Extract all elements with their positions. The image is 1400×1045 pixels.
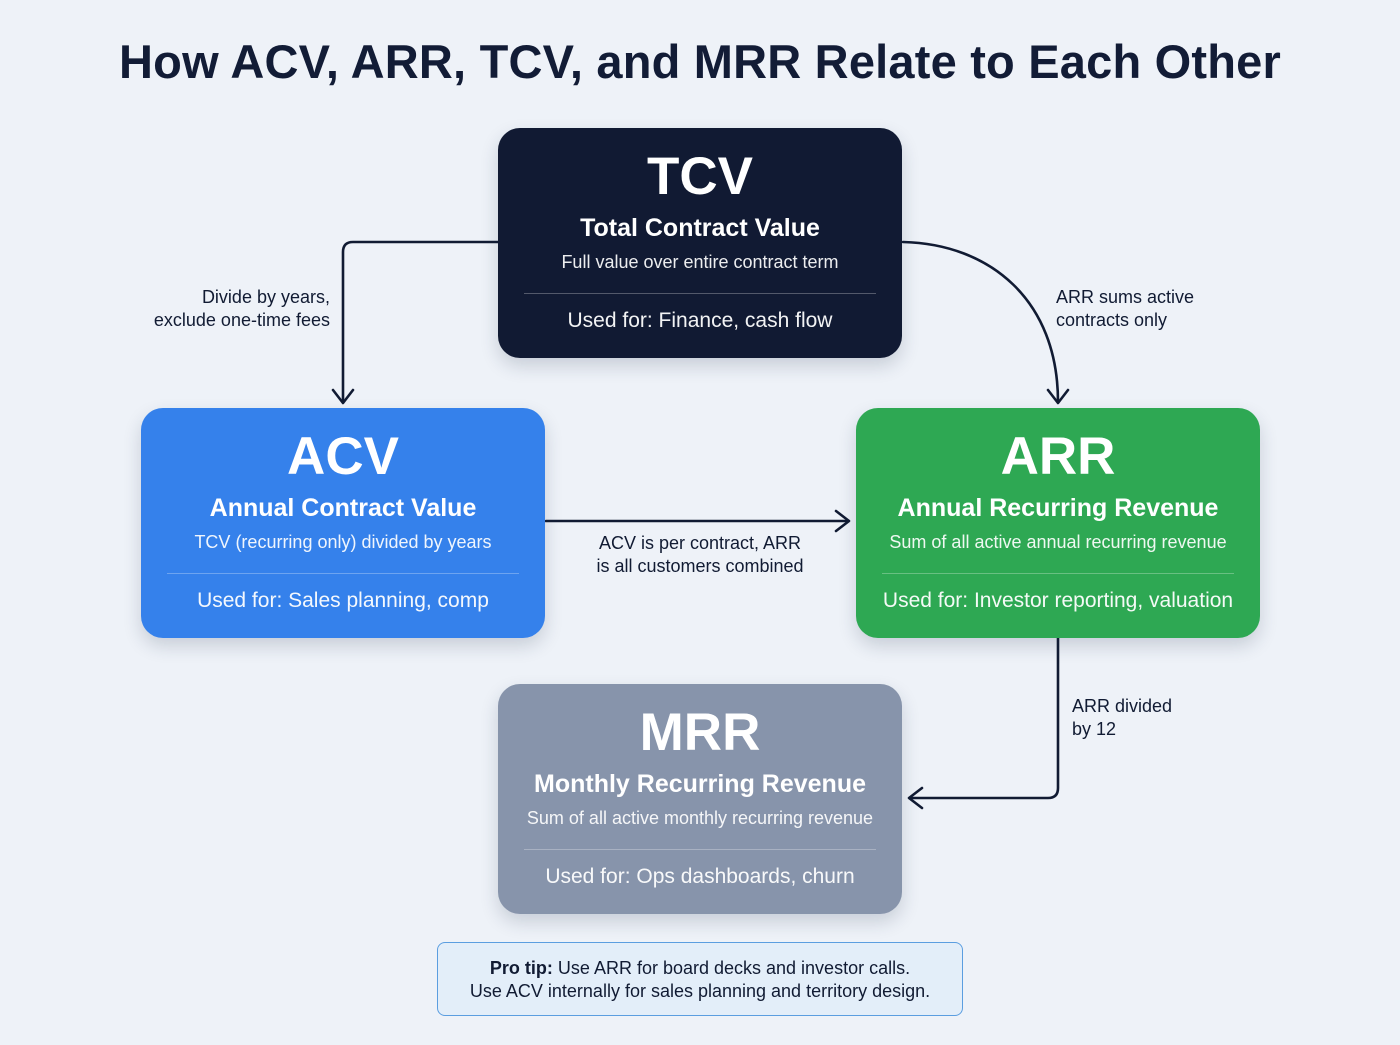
arr-used-for: Used for: Investor reporting, valuation	[882, 589, 1234, 612]
acv-used-for: Used for: Sales planning, comp	[197, 589, 489, 612]
tcv-node: TCV Total Contract Value Full value over…	[498, 128, 902, 358]
arr-full-name: Annual Recurring Revenue	[897, 494, 1219, 522]
mrr-node: MRR Monthly Recurring Revenue Sum of all…	[498, 684, 902, 914]
arrowhead-acv-to-arr	[834, 509, 851, 533]
mrr-description: Sum of all active monthly recurring reve…	[526, 808, 874, 828]
mrr-used-for: Used for: Ops dashboards, churn	[545, 865, 855, 888]
edge-label-tcv-acv: Divide by years, exclude one-time fees	[110, 286, 330, 332]
arrowhead-arr-to-mrr	[907, 786, 924, 810]
tcv-used-for: Used for: Finance, cash flow	[567, 309, 833, 332]
pro-tip-line-1: Pro tip: Use ARR for board decks and inv…	[438, 957, 962, 980]
edge-label-line: ARR sums active	[1056, 287, 1195, 307]
arrowhead-tcv-to-arr	[1046, 388, 1070, 405]
edge-label-line: ARR divided	[1072, 696, 1173, 716]
edge-label-line: ACV is per contract, ARR	[598, 533, 802, 553]
edge-label-line: exclude one-time fees	[153, 310, 330, 330]
edge-label-line: contracts only	[1056, 310, 1168, 330]
tcv-divider	[524, 293, 876, 294]
edge-label-arr-mrr: ARR divided by 12	[1072, 695, 1272, 741]
edge-label-tcv-arr: ARR sums active contracts only	[1056, 286, 1276, 332]
arr-node: ARR Annual Recurring Revenue Sum of all …	[856, 408, 1260, 638]
acv-node: ACV Annual Contract Value TCV (recurring…	[141, 408, 545, 638]
acv-abbreviation: ACV	[287, 427, 399, 486]
pro-tip-callout: Pro tip: Use ARR for board decks and inv…	[437, 942, 963, 1016]
tcv-full-name: Total Contract Value	[580, 214, 820, 242]
mrr-divider	[524, 849, 876, 850]
edge-label-line: is all customers combined	[596, 556, 804, 576]
tcv-description: Full value over entire contract term	[561, 252, 839, 272]
edge-label-line: Divide by years,	[201, 287, 330, 307]
acv-divider	[167, 573, 519, 574]
arrow-tcv-to-acv	[341, 240, 500, 404]
edge-label-line: by 12	[1072, 719, 1117, 739]
arr-divider	[882, 573, 1234, 574]
page-title: How ACV, ARR, TCV, and MRR Relate to Eac…	[119, 35, 1281, 88]
edge-label-acv-arr: ACV is per contract, ARR is all customer…	[560, 532, 840, 578]
mrr-full-name: Monthly Recurring Revenue	[534, 770, 866, 798]
mrr-abbreviation: MRR	[639, 703, 761, 762]
arr-abbreviation: ARR	[1000, 427, 1116, 486]
arrow-arr-to-mrr	[908, 636, 1060, 800]
tcv-abbreviation: TCV	[647, 147, 753, 206]
arrowhead-tcv-to-acv	[331, 388, 355, 405]
arrow-tcv-to-arr	[901, 240, 1060, 404]
acv-description: TCV (recurring only) divided by years	[194, 532, 492, 552]
pro-tip-text-2: Use ACV internally for sales planning an…	[469, 981, 931, 1001]
pro-tip-text-1: Use ARR for board decks and investor cal…	[557, 958, 911, 978]
arr-description: Sum of all active annual recurring reven…	[889, 532, 1227, 552]
acv-full-name: Annual Contract Value	[209, 494, 477, 522]
pro-tip-label: Pro tip:	[489, 958, 553, 978]
